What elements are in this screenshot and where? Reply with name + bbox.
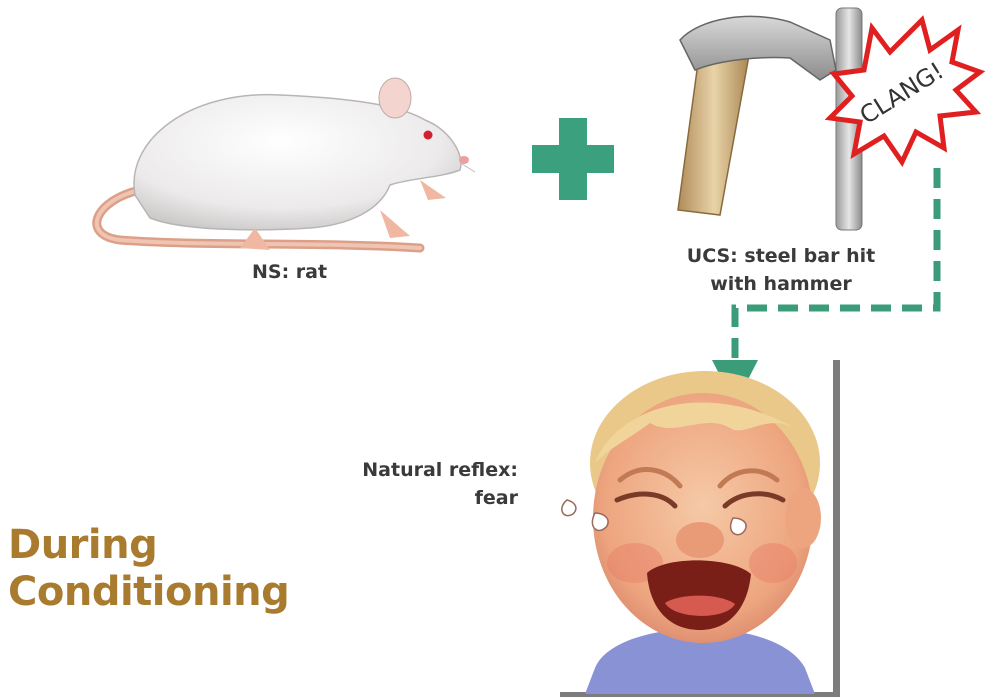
response-caption-line-2: fear — [330, 484, 518, 512]
plus-icon — [532, 118, 614, 200]
ns-caption: NS: rat — [252, 258, 327, 286]
crying-baby-illustration — [555, 368, 835, 694]
response-caption: Natural reflex: fear — [330, 456, 518, 512]
phase-title-line-1: During — [8, 522, 289, 569]
rat-illustration — [80, 60, 480, 260]
phase-title: During Conditioning — [8, 522, 289, 616]
response-caption-line-1: Natural reflex: — [330, 456, 518, 484]
phase-title-line-2: Conditioning — [8, 569, 289, 616]
